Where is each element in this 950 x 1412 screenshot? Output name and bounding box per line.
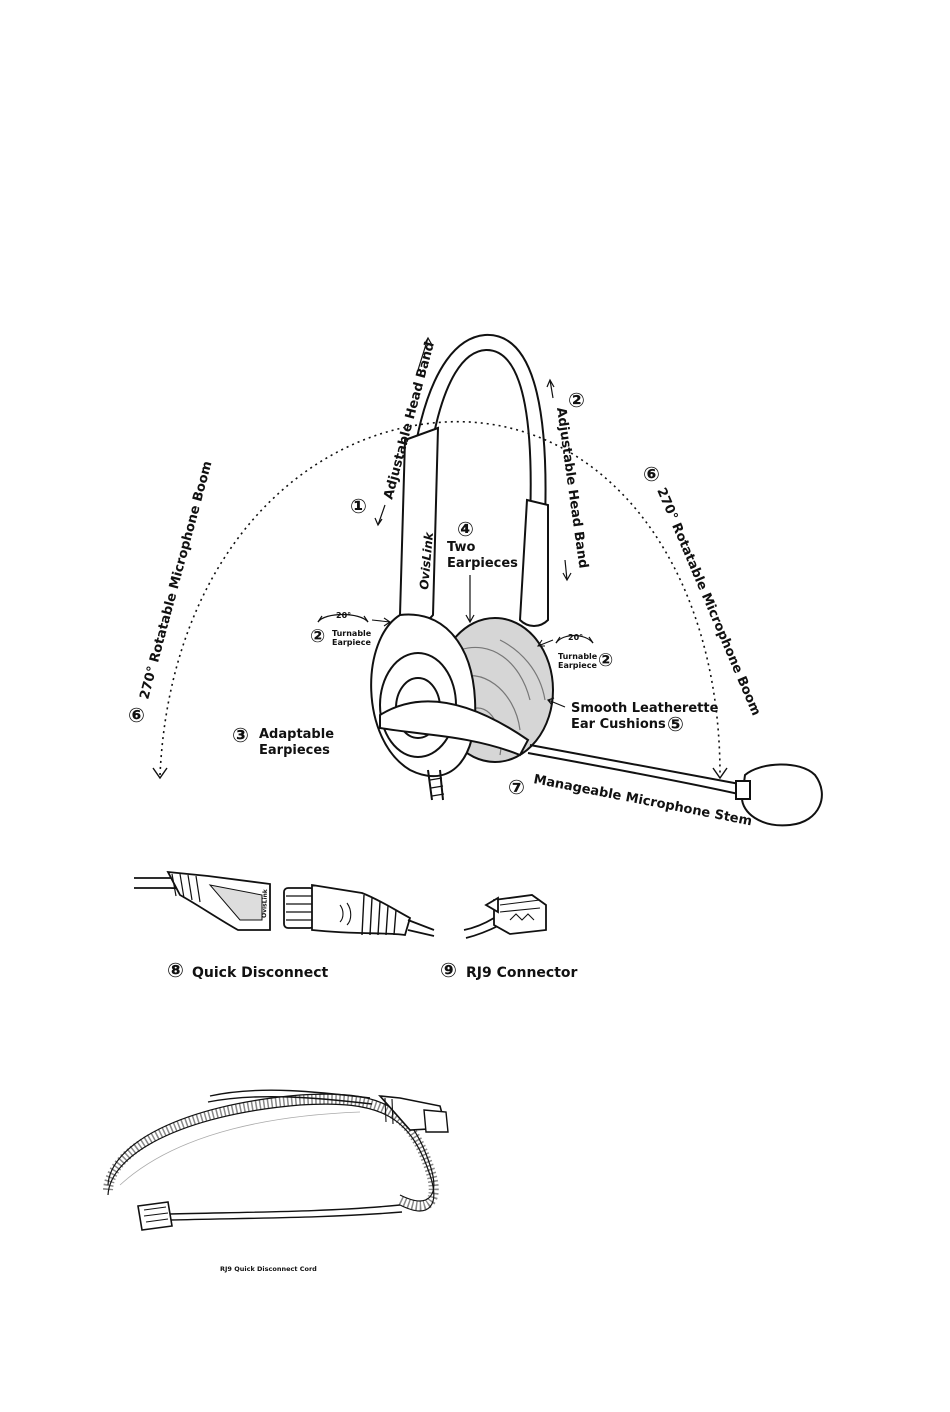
label-turnable-right-line2: Earpiece	[558, 661, 597, 670]
arrow-headband-left-up	[417, 336, 433, 371]
turnable-angle-right: 20°	[568, 633, 583, 642]
callout-8: ⑧	[167, 958, 184, 982]
label-two-earpieces-line2: Earpieces	[447, 556, 518, 571]
label-rotatable-boom-right: 270° Rotatable Microphone Boom	[653, 486, 763, 718]
label-turnable-left-line1: Turnable	[332, 629, 372, 638]
label-rotatable-boom-left: 270° Rotatable Microphone Boom	[137, 460, 215, 702]
rotation-arc-dotted	[159, 420, 721, 776]
arc-arrow-right	[712, 767, 728, 780]
rj9-connector-illustration	[463, 894, 547, 939]
callout-9: ⑨	[440, 958, 457, 982]
callout-2-headband: ②	[568, 388, 585, 412]
label-adjustable-head-band-right: Adjustable Head Band	[553, 406, 590, 569]
label-two-earpieces-line1: Two	[447, 540, 475, 555]
callout-2-turnable-right: ②	[598, 650, 613, 671]
headset-illustration	[370, 333, 823, 827]
label-turnable-left-line2: Earpiece	[332, 638, 371, 647]
label-quick-disconnect: Quick Disconnect	[192, 965, 329, 981]
callout-3: ③	[232, 723, 249, 747]
brand-logo: OvisLink	[417, 531, 436, 591]
label-cord-caption: RJ9 Quick Disconnect Cord	[220, 1265, 317, 1273]
arrow-turnable-left	[371, 617, 391, 627]
callout-7: ⑦	[508, 775, 525, 799]
label-cushions-line2: Ear Cushions	[571, 717, 666, 732]
callout-2-turnable-left: ②	[310, 626, 325, 647]
label-turnable-right-line1: Turnable	[558, 652, 598, 661]
arrow-ear-cushions	[546, 697, 566, 708]
callout-6-right: ⑥	[643, 462, 660, 486]
callout-5: ⑤	[667, 712, 684, 736]
label-rj9-connector: RJ9 Connector	[466, 965, 578, 981]
arrow-headband-right-down	[562, 559, 572, 582]
rotate-arrow-right	[555, 634, 594, 644]
microphone-foam	[740, 763, 823, 827]
turnable-angle-left: 20°	[336, 611, 351, 620]
right-slider	[518, 498, 549, 627]
arrow-headband-right-up	[546, 378, 555, 399]
callout-6-left: ⑥	[128, 703, 145, 727]
label-adaptable-line1: Adaptable	[259, 727, 334, 742]
microphone-stem	[529, 744, 746, 786]
rotate-arrow-left	[317, 613, 369, 623]
svg-text:OvisLink: OvisLink	[261, 888, 269, 918]
arrow-headband-left-down	[374, 504, 386, 527]
microphone-boom-arm	[379, 700, 530, 757]
quick-disconnect-illustration: OvisLink	[134, 870, 435, 937]
label-cushions-line1: Smooth Leatherette	[571, 701, 719, 716]
callout-4: ④	[457, 517, 474, 541]
arrow-turnable-right	[536, 639, 554, 647]
arc-arrow-left	[152, 767, 168, 780]
arrow-two-earpieces	[465, 575, 475, 624]
headset-cable	[427, 769, 444, 801]
coiled-cord-illustration	[103, 1089, 449, 1231]
callout-1: ①	[350, 494, 367, 518]
label-adaptable-line2: Earpieces	[259, 743, 330, 758]
